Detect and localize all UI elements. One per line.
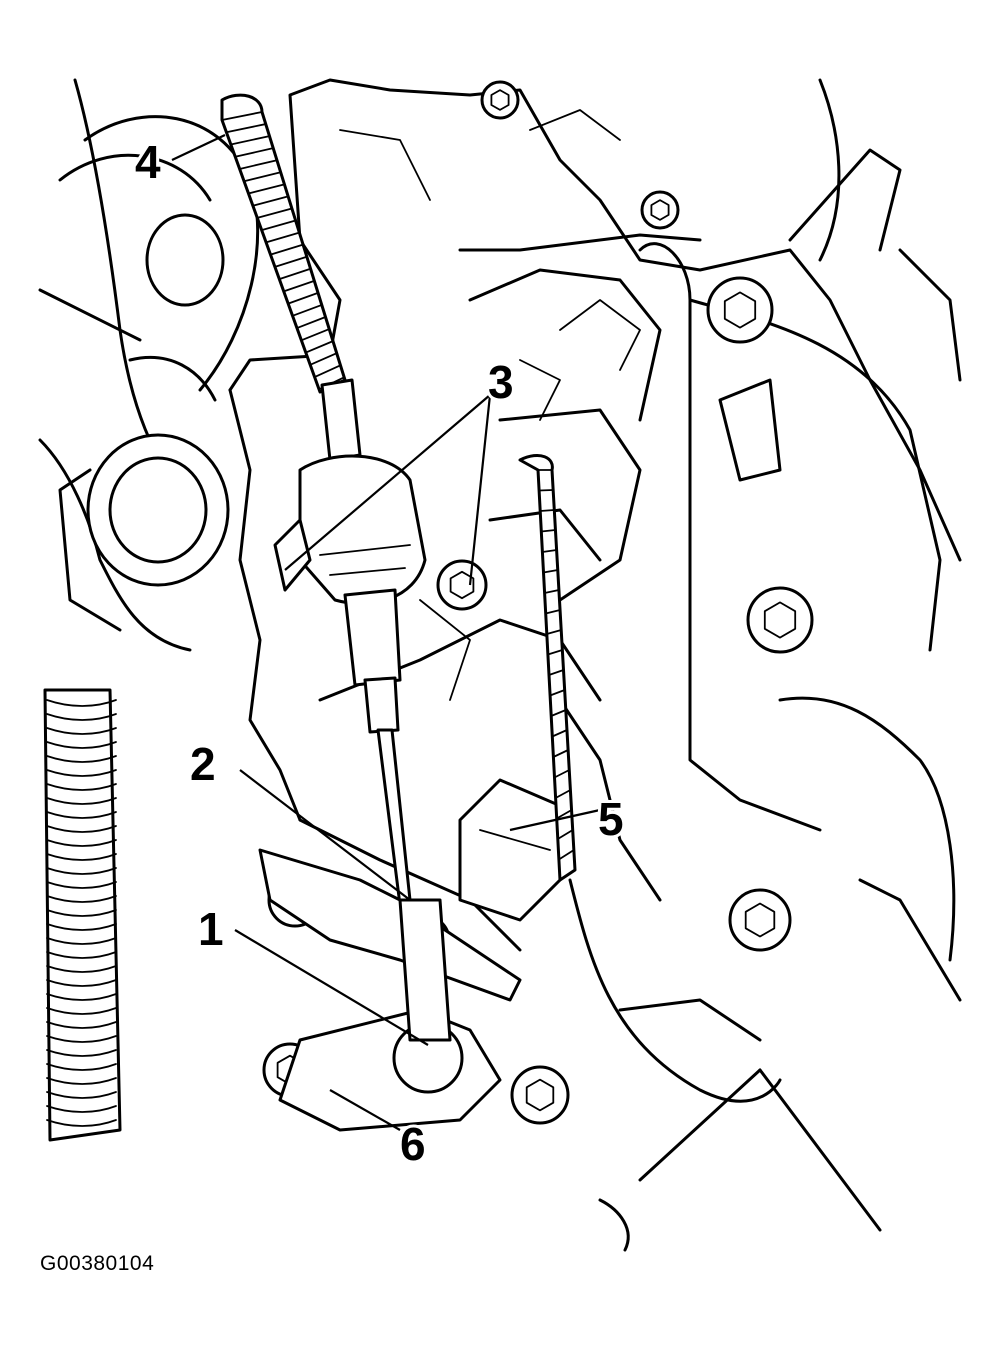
callout-4: 4	[135, 136, 161, 188]
coolant-housing	[58, 115, 260, 632]
left-intake-hose	[38, 78, 202, 1142]
callout-2: 2	[190, 738, 216, 790]
figure-id: G00380104	[40, 1252, 155, 1275]
sensor	[458, 778, 572, 922]
callout-labels: 4 3 2 5 1 6	[132, 133, 627, 1173]
right-bracket	[618, 78, 962, 1042]
leader-lines	[171, 134, 601, 1131]
engine-block	[228, 78, 962, 952]
callout-1: 1	[198, 903, 224, 955]
wiring-harness	[518, 454, 882, 1252]
callout-5: 5	[598, 793, 624, 845]
selector-lever	[258, 848, 522, 1132]
callout-6: 6	[400, 1118, 426, 1170]
shift-cable	[220, 93, 427, 907]
callout-3: 3	[488, 356, 514, 408]
